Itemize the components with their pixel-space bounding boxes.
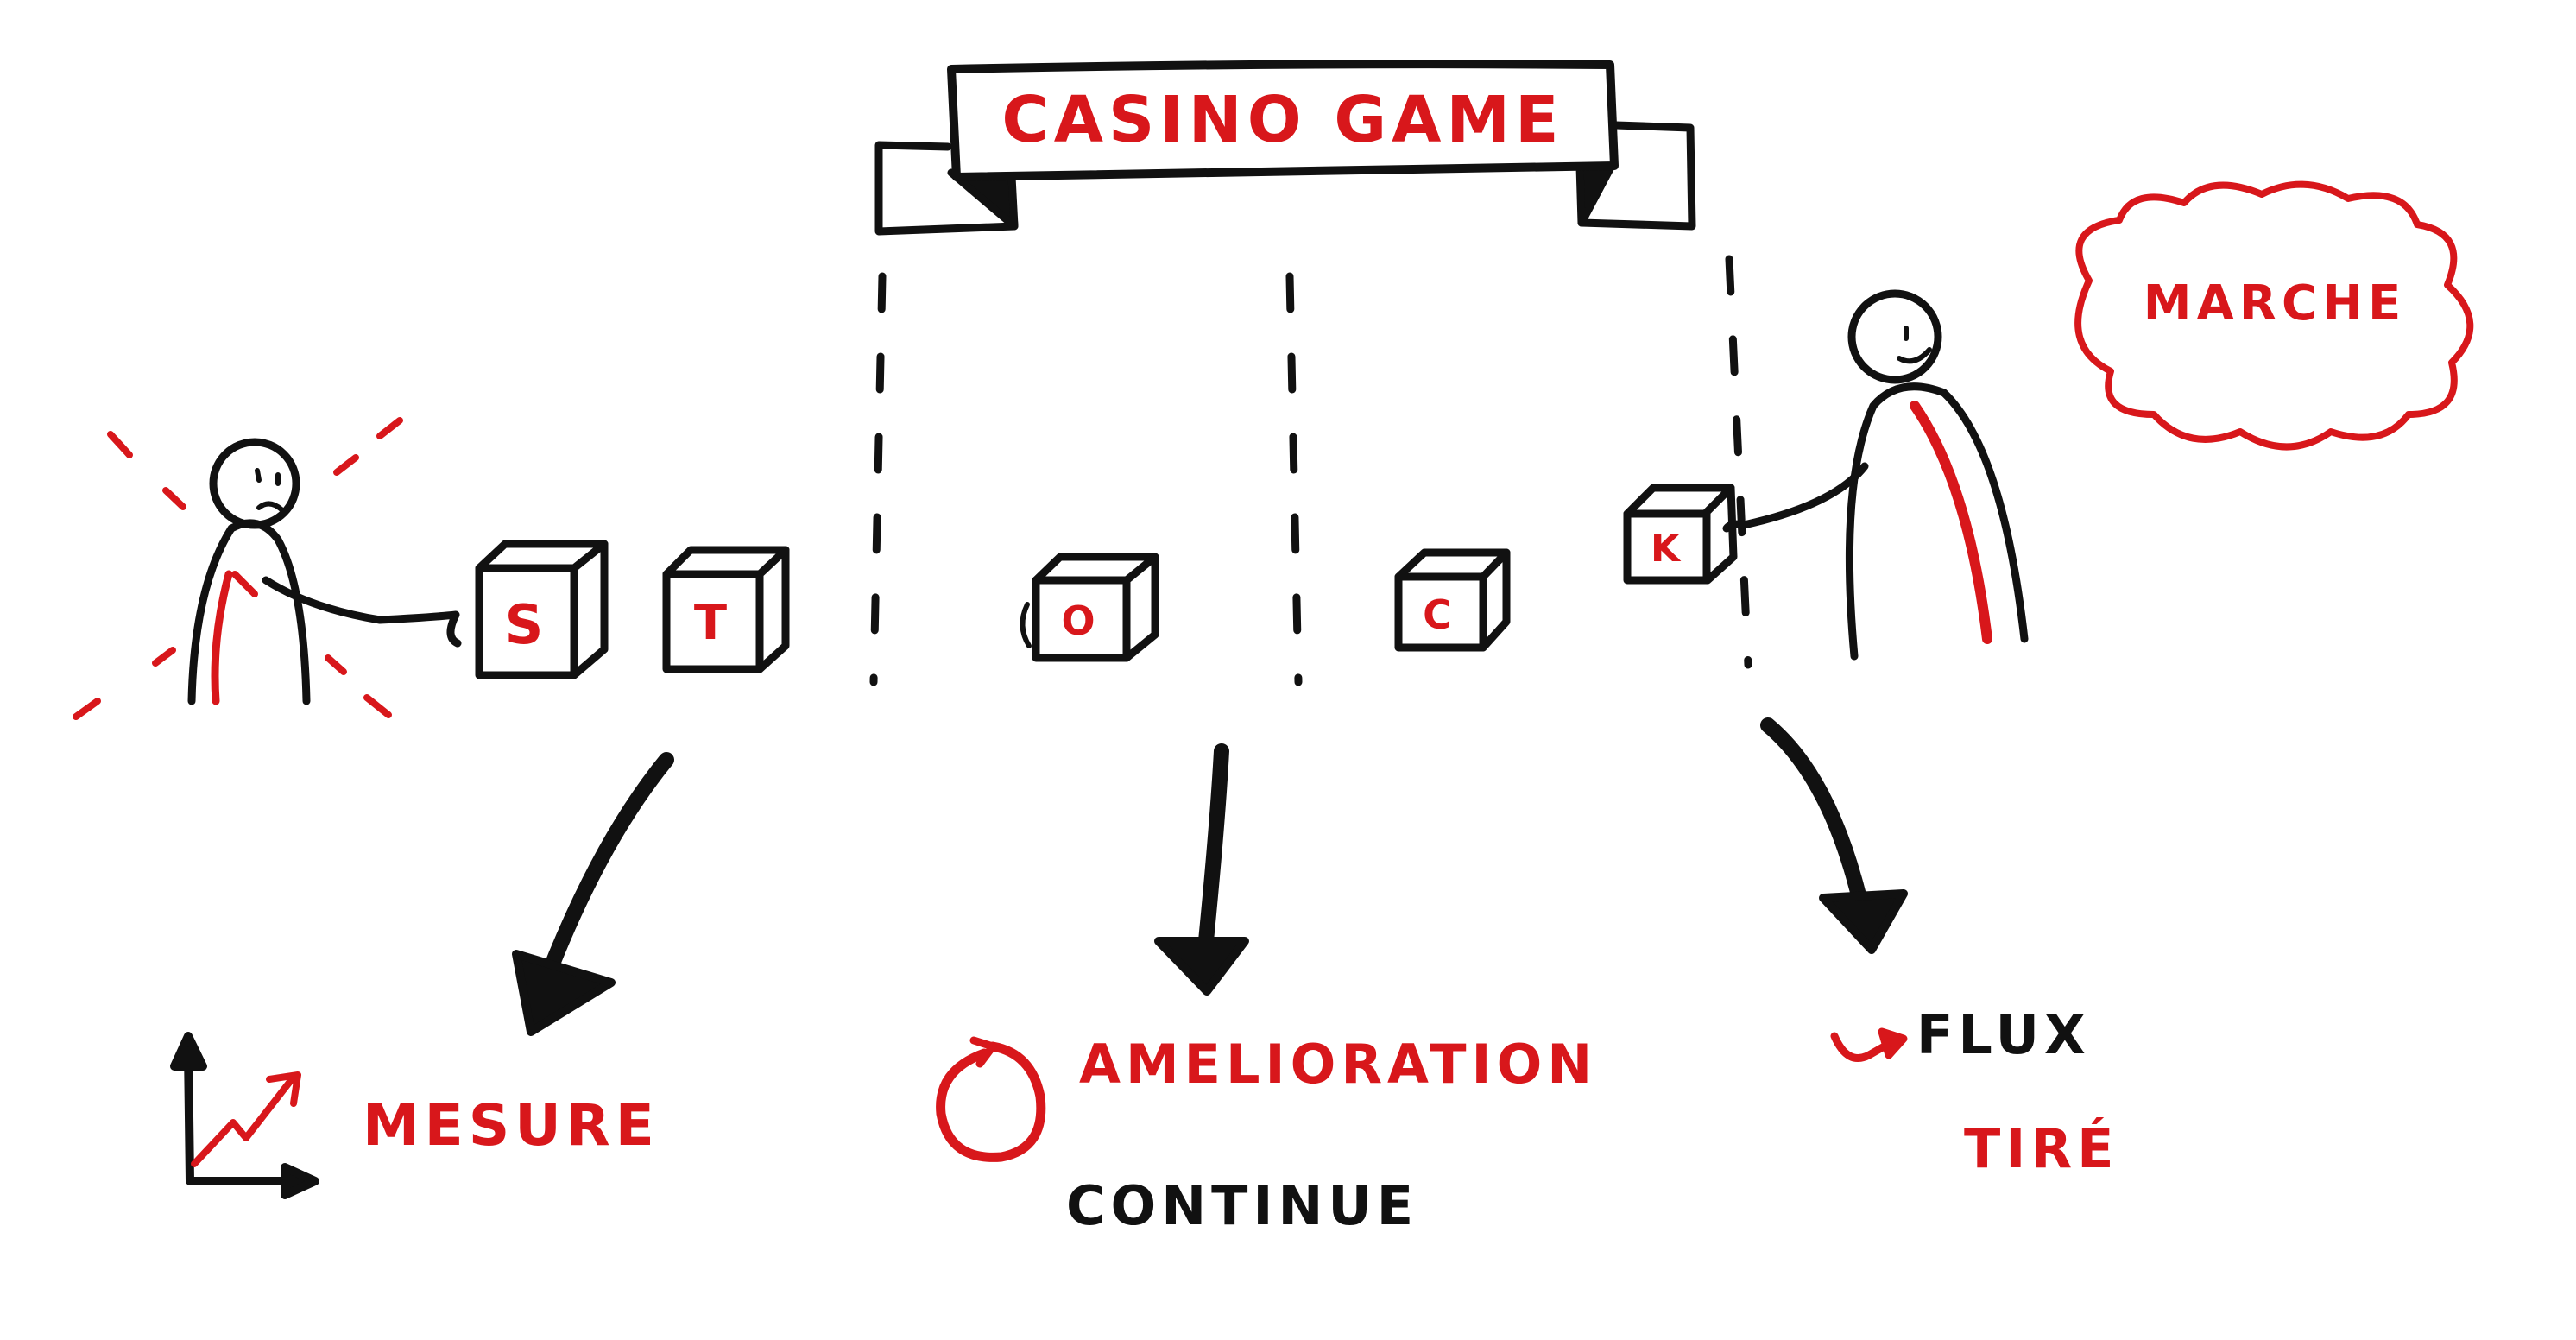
block-o: O (1020, 553, 1159, 662)
happy-arm (1722, 462, 1869, 533)
arrow-right (1760, 717, 1908, 954)
block-letter-s: S (505, 593, 549, 656)
divider-2 (1285, 272, 1303, 686)
outcome-amelioration: AMELIORATION CONTINUE (936, 1033, 1597, 1237)
stressed-face (255, 468, 284, 512)
block-o-side-mark (1020, 602, 1032, 648)
arrow-middle-head (1154, 937, 1249, 996)
happy-person (1722, 289, 2029, 661)
stressed-arm-shade (231, 571, 258, 597)
stressed-arm (262, 576, 462, 648)
outcome-mesure-label: MESURE (363, 1092, 660, 1159)
arrow-left (512, 752, 674, 1036)
block-letter-k: K (1651, 527, 1685, 571)
outcome-amelioration-line1: AMELIORATION (1079, 1033, 1597, 1096)
block-c: C (1394, 548, 1511, 652)
banner-right-fold (1575, 160, 1617, 227)
dashed-dividers (869, 255, 1752, 686)
stressed-body (187, 519, 311, 705)
cycle-icon (936, 1041, 1046, 1162)
block-s: S (475, 540, 609, 679)
divider-1 (869, 272, 887, 686)
divider-3 (1725, 255, 1752, 669)
happy-body (1845, 382, 2029, 661)
block-t: T (662, 546, 790, 673)
arrow-middle (1154, 743, 1249, 996)
stressed-body-shade (211, 570, 233, 705)
chart-icon (170, 1032, 319, 1199)
cloud-outline (2074, 180, 2474, 451)
block-letter-o: O (1061, 597, 1100, 644)
cloud: MARCHE (2074, 180, 2474, 451)
arrow-right-head (1819, 889, 1908, 954)
happy-body-shade (1910, 401, 1992, 644)
outcome-amelioration-line2: CONTINUE (1066, 1174, 1418, 1237)
banner: CASINO GAME (874, 60, 1696, 236)
arrow-left-head (512, 950, 616, 1036)
banner-title: CASINO GAME (1001, 83, 1563, 157)
cloud-label: MARCHE (2144, 275, 2406, 332)
block-letter-t: T (694, 595, 732, 651)
banner-front (947, 60, 1619, 181)
outcome-flux-line1: FLUX (1916, 1003, 2091, 1066)
stress-rays (73, 417, 403, 720)
block-k: K (1623, 484, 1738, 585)
happy-face (1897, 326, 1932, 364)
stressed-head (209, 438, 300, 529)
outcome-flux: FLUX TIRÉ (1830, 1003, 2118, 1180)
block-letter-c: C (1423, 591, 1457, 638)
chart-icon-trend (191, 1076, 295, 1167)
hook-arrow-icon (1830, 1032, 1899, 1062)
outcome-mesure: MESURE (170, 1032, 660, 1199)
outcome-flux-line2: TIRÉ (1964, 1117, 2118, 1180)
stressed-person (73, 417, 462, 720)
happy-head (1847, 289, 1942, 384)
